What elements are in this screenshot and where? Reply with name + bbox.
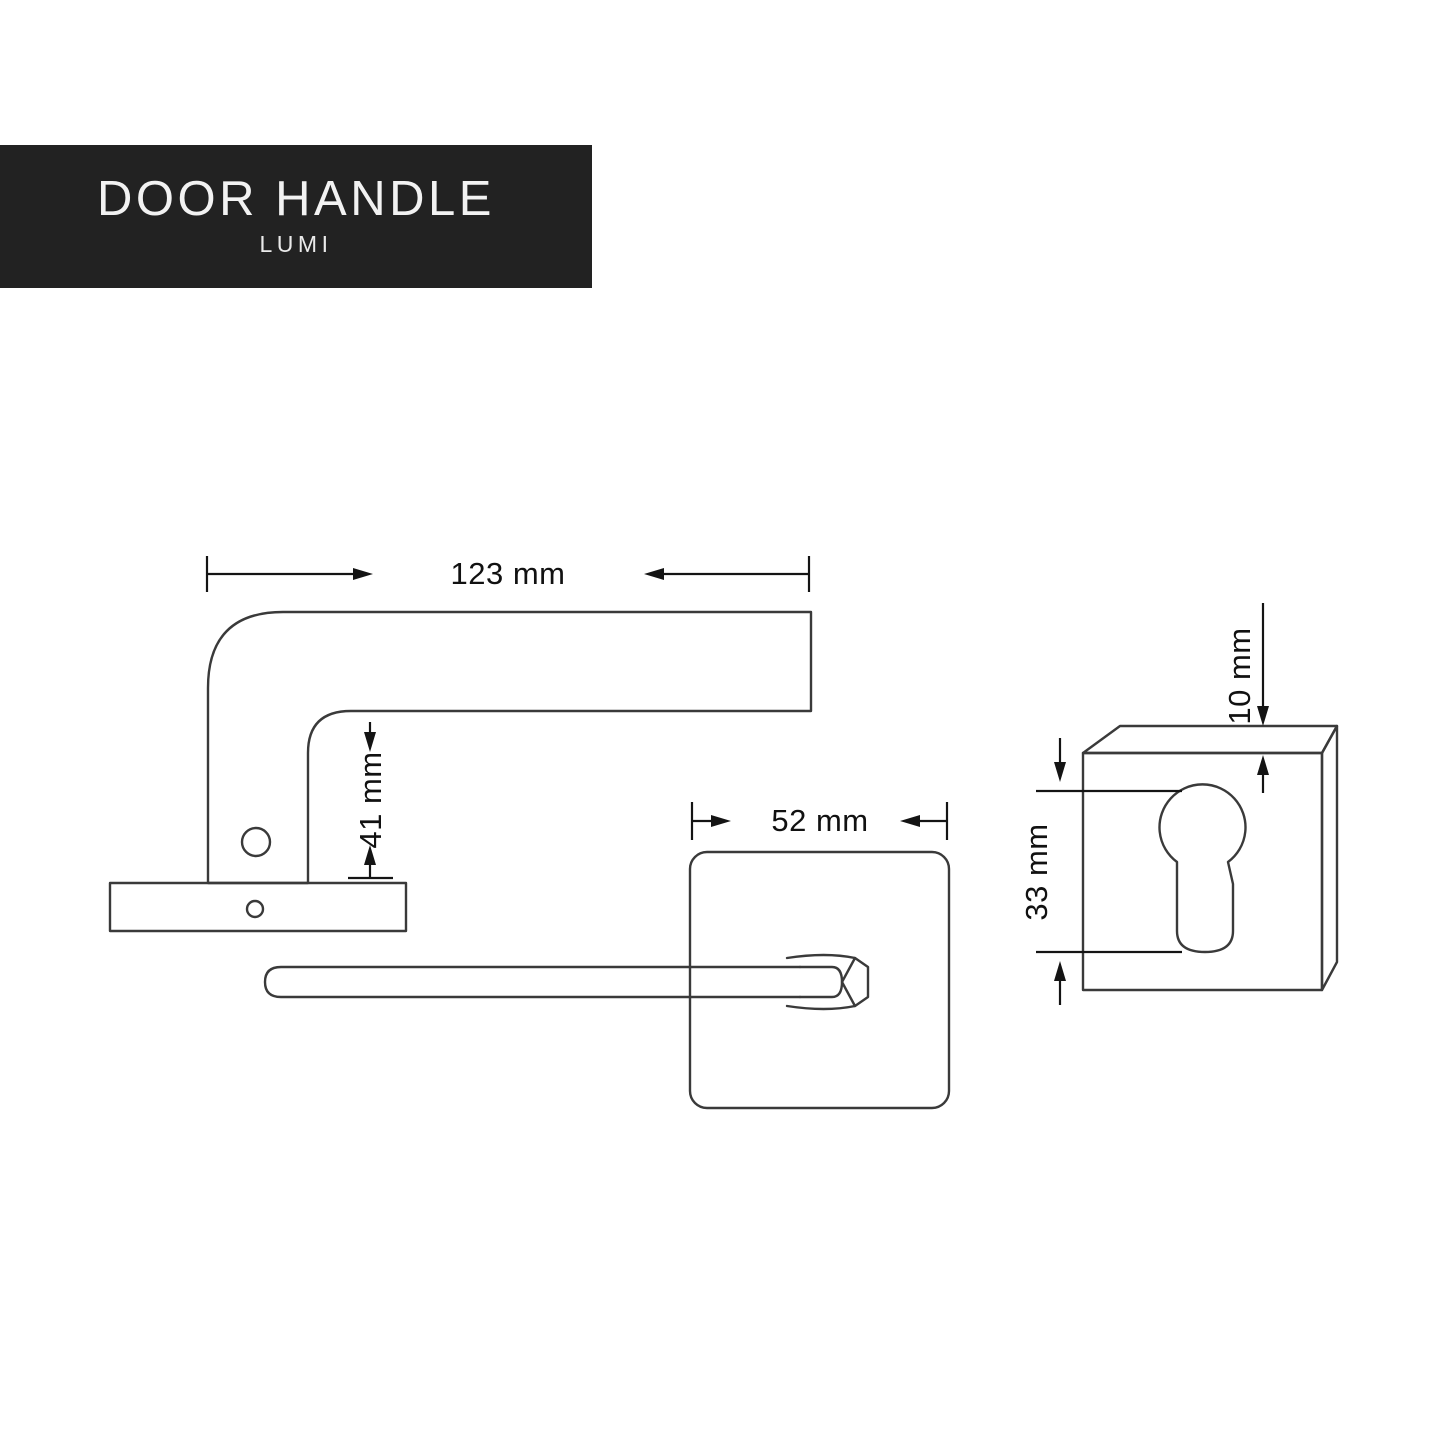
keyhole-cutout [1158,783,1247,954]
product-model: LUMI [259,230,333,257]
lever-neck-taper [798,965,844,999]
dim-arrow-right-pointing [353,568,373,580]
escutcheon-front-face [1081,751,1324,992]
dim-arrow-down-pointing [1257,706,1269,726]
dim-arrow-left-pointing [900,815,920,827]
dimension-handle-projection: 41 mm [348,722,393,880]
escutcheon-top-face [1081,724,1339,755]
handle-neck-screw-hole [240,826,272,858]
dim-arrow-up-pointing [1054,961,1066,981]
dimension-escutcheon-thickness: 10 mm [1222,603,1269,793]
dim-arrow-left-pointing [644,568,664,580]
dim-arrow-down-pointing [364,732,376,752]
product-title: DOOR HANDLE [97,172,495,227]
dim-label-41mm: 41 mm [353,751,388,848]
handle-top-view [263,850,951,1110]
title-block: DOOR HANDLE LUMI [0,145,592,288]
dim-arrow-right-pointing [711,815,731,827]
dim-label-33mm: 33 mm [1019,823,1054,920]
lever-bar-top [263,965,802,999]
rose-top-plate [688,850,951,1110]
dim-arrow-up-pointing [1257,755,1269,775]
escutcheon-right-face [1320,724,1339,992]
rose-side-plate [108,881,408,933]
escutcheon-iso-view [1081,724,1339,992]
lever-neck-boss [785,953,870,1011]
dimension-escutcheon-keyhole-height: 33 mm [1019,738,1182,1005]
handle-lever-outline [206,610,813,885]
lever-neck-chamfer [840,956,857,1008]
rose-side-screw-hole [245,899,265,919]
dimension-handle-length: 123 mm [205,556,811,592]
dim-arrow-down-pointing [1054,762,1066,782]
dim-label-52mm: 52 mm [771,803,868,838]
dim-label-123mm: 123 mm [451,556,566,591]
dim-arrow-up-pointing [364,845,376,865]
handle-side-view [108,610,813,933]
dim-label-10mm: 10 mm [1222,627,1257,724]
dimension-rose-width: 52 mm [690,802,949,840]
